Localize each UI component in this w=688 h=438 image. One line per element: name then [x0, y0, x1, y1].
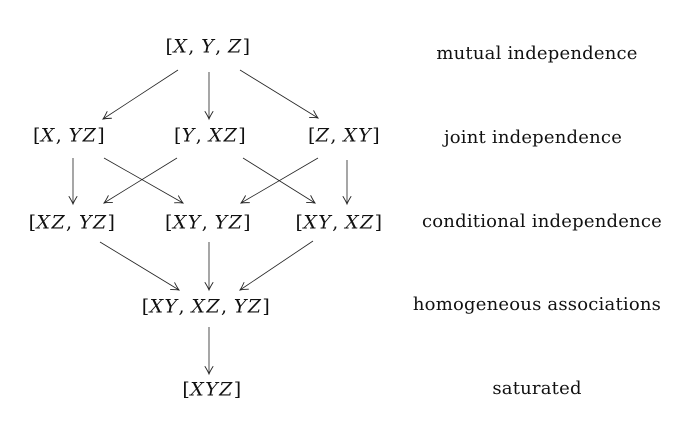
lattice-node-mutual-independence-model: [X, Y, Z] [165, 35, 251, 58]
arrow-mutual-independence-model-to-joint-independence-x [101, 69, 179, 120]
lattice-node-joint-independence-z: [Z, XY] [307, 124, 381, 147]
level-label-joint-independence: joint independence [443, 127, 623, 148]
level-label-saturated: saturated [492, 378, 582, 399]
lattice-node-conditional-independence-xyyz: [XY, YZ] [165, 211, 251, 234]
lattice-node-saturated-model: [XYZ] [182, 378, 242, 401]
lattice-node-homogeneous-associations-model: [XY, XZ, YZ] [141, 295, 271, 318]
arrow-mutual-independence-model-to-joint-independence-z [239, 69, 320, 119]
lattice-node-conditional-independence-xyxz: [XY, XZ] [295, 211, 383, 234]
lattice-node-joint-independence-x: [X, YZ] [32, 124, 106, 147]
arrow-joint-independence-x-to-conditional-independence-xyyz [103, 157, 185, 204]
lattice-node-conditional-independence-xzyz: [XZ, YZ] [28, 211, 116, 234]
lattice-node-joint-independence-y: [Y, XZ] [173, 124, 247, 147]
level-label-homogeneous-associations: homogeneous associations [412, 294, 662, 315]
arrow-joint-independence-z-to-conditional-independence-xyyz [239, 157, 319, 204]
arrow-conditional-independence-xzyz-to-homogeneous-associations-model [99, 241, 181, 291]
level-label-conditional-independence: conditional independence [421, 211, 663, 232]
arrow-joint-independence-y-to-conditional-independence-xzyz [102, 157, 178, 204]
arrow-conditional-independence-xyxz-to-homogeneous-associations-model [238, 240, 314, 291]
level-label-mutual-independence: mutual independence [436, 43, 638, 64]
arrow-joint-independence-y-to-conditional-independence-xyxz [242, 157, 317, 204]
